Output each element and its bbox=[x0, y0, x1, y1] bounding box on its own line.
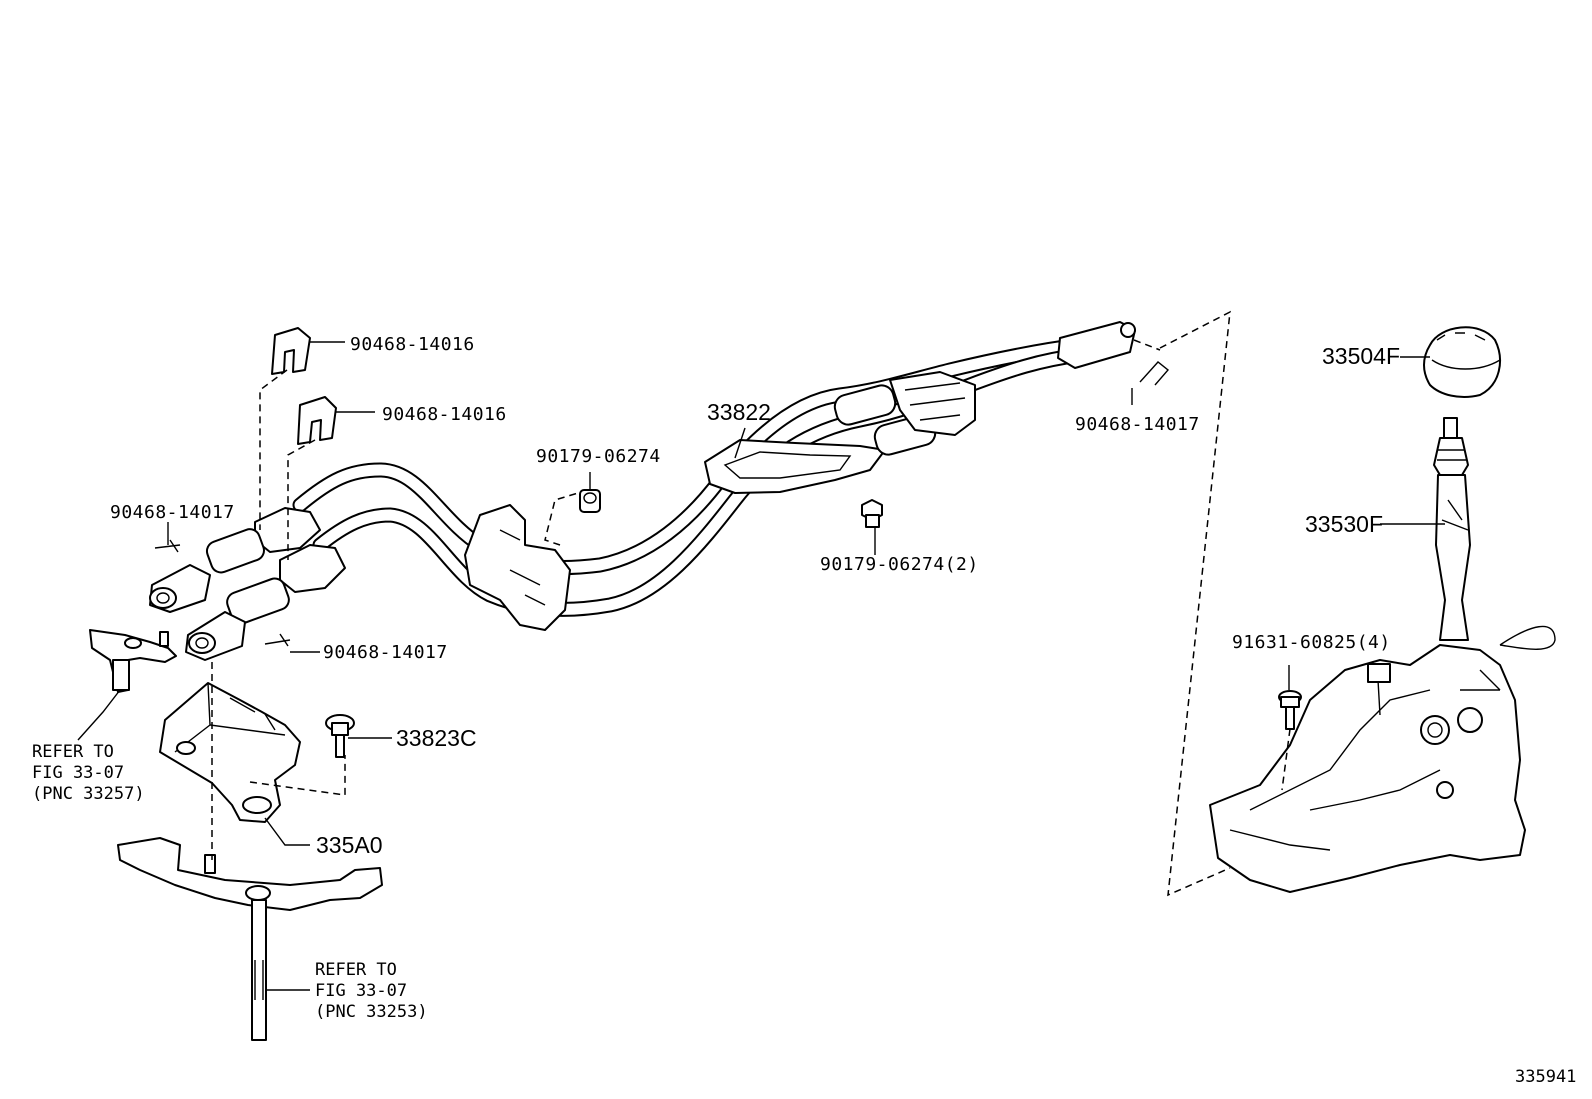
pin-left bbox=[154, 539, 181, 553]
label-pin-right: 90468-14017 bbox=[1075, 414, 1200, 435]
label-nut-pair: 90179-06274(2) bbox=[820, 554, 979, 575]
clip-lower bbox=[297, 396, 337, 445]
label-nut-single: 90179-06274 bbox=[536, 446, 661, 467]
shift-knob bbox=[1423, 326, 1501, 398]
ref-upper-line1: REFER TO bbox=[32, 742, 114, 762]
label-clip-lower: 90468-14016 bbox=[382, 404, 507, 425]
bolt-91631 bbox=[1278, 690, 1302, 730]
clip-upper bbox=[271, 327, 311, 375]
shift-cable-assembly bbox=[149, 321, 1136, 661]
fork-lower bbox=[117, 837, 383, 1041]
nut-single bbox=[579, 489, 601, 513]
leader-lines bbox=[77, 341, 1445, 991]
label-lever: 33530F bbox=[1305, 511, 1383, 537]
bracket-335a0 bbox=[159, 682, 301, 823]
label-pin-lower: 90468-14017 bbox=[323, 642, 448, 663]
label-bolt-91631: 91631-60825(4) bbox=[1232, 632, 1391, 653]
label-cable-assy: 33822 bbox=[707, 399, 771, 425]
ref-upper-line2: FIG 33-07 bbox=[32, 763, 124, 783]
label-clip-upper: 90468-14016 bbox=[350, 334, 475, 355]
bolt-33823c bbox=[325, 714, 355, 758]
dashed-guides bbox=[211, 310, 1291, 897]
ref-upper-line3: (PNC 33257) bbox=[32, 784, 145, 804]
label-pin-left: 90468-14017 bbox=[110, 502, 235, 523]
fork-upper bbox=[89, 629, 177, 693]
pin-right bbox=[1139, 361, 1170, 386]
ref-lower-line1: REFER TO bbox=[315, 960, 397, 980]
ref-lower-line2: FIG 33-07 bbox=[315, 981, 407, 1001]
shifter-base bbox=[1209, 644, 1526, 893]
label-knob: 33504F bbox=[1322, 343, 1400, 369]
diagram-id: 335941 bbox=[1515, 1067, 1576, 1087]
label-bracket: 335A0 bbox=[316, 832, 383, 858]
shift-lever bbox=[1433, 417, 1556, 650]
pin-lower bbox=[264, 633, 291, 647]
label-bolt-33823c: 33823C bbox=[396, 725, 477, 751]
nut-pair bbox=[861, 499, 883, 528]
ref-lower-line3: (PNC 33253) bbox=[315, 1002, 428, 1022]
labels: 90468-14016 90468-14016 90468-14017 9046… bbox=[32, 334, 1576, 1087]
